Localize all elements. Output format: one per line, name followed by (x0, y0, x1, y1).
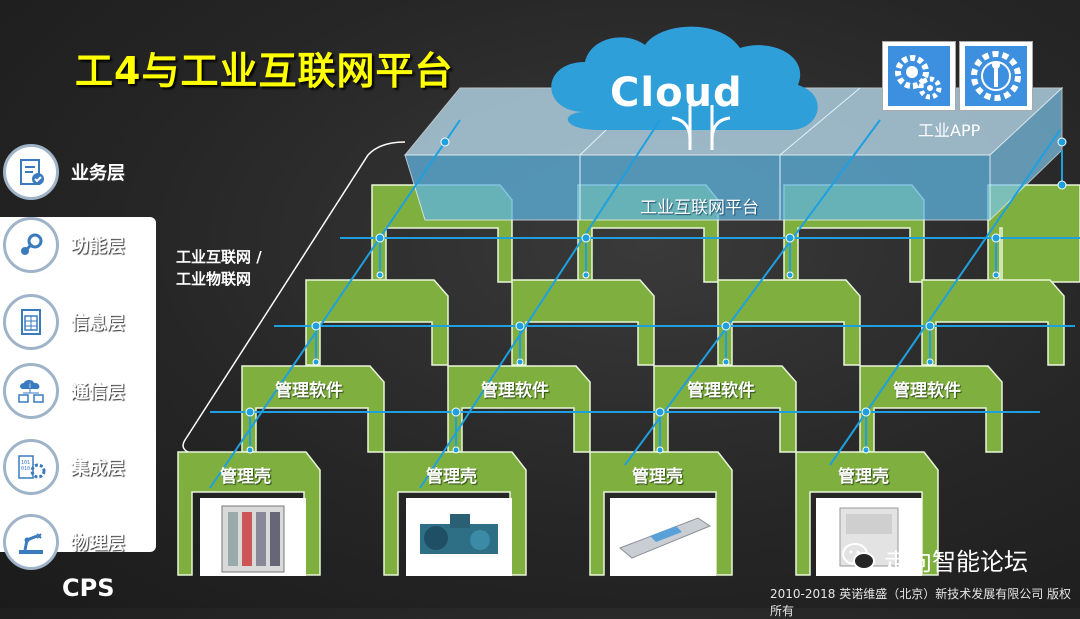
spreadsheet-icon (3, 294, 59, 350)
layer-label-business: 业务层 (71, 163, 125, 184)
wechat-icon (842, 542, 876, 572)
layer-label-physical: 物理层 (71, 533, 125, 554)
cloud-label: Cloud (610, 70, 743, 116)
management-shell-4: 管理壳 (838, 467, 889, 487)
cps-label: CPS (62, 574, 115, 602)
page-title: 工4与工业互联网平台 (75, 49, 454, 93)
steam-icon (3, 217, 59, 273)
network-label-line1: 工业互联网 / (176, 248, 262, 266)
svg-text:010: 010 (21, 466, 30, 472)
clipboard-check-icon (3, 144, 59, 200)
svg-text:i: i (29, 382, 31, 390)
management-software-3: 管理软件 (687, 381, 755, 401)
robot-arm-icon (3, 514, 59, 570)
management-shell-2: 管理壳 (426, 467, 477, 487)
management-software-4: 管理软件 (893, 381, 961, 401)
layer-information: 信息层 (3, 294, 125, 350)
cloud-shape (551, 26, 818, 150)
copyright-footer: 2010-2018 英诺维盛（北京）新技术发展有限公司 版权所有 (770, 587, 1072, 618)
layer-label-integration: 集成层 (71, 458, 125, 479)
management-software-1: 管理软件 (275, 381, 343, 401)
gears-icon (882, 41, 956, 111)
linear-module-image (610, 498, 716, 576)
management-shell-1: 管理壳 (220, 467, 271, 487)
layer-function: 功能层 (3, 217, 125, 273)
brand-label: 走向智能论坛 (884, 548, 1028, 576)
network-label: 工业互联网 / 工业物联网 (176, 246, 262, 290)
app-label: 工业APP (918, 121, 981, 140)
layer-label-communication: 通信层 (71, 382, 125, 403)
network-bracket (182, 141, 406, 453)
network-lines (209, 119, 1080, 489)
control-cabinet-image (200, 498, 306, 576)
management-software-2: 管理软件 (481, 381, 549, 401)
industrial-machine-image (406, 498, 512, 576)
cloud-network-icon: i (3, 363, 59, 419)
network-nodes (245, 137, 1067, 454)
layer-label-function: 功能层 (71, 236, 125, 257)
green-row-2 (305, 279, 1065, 366)
management-shell-3: 管理壳 (632, 467, 683, 487)
layer-physical: 物理层 (3, 514, 125, 570)
layer-label-information: 信息层 (71, 313, 125, 334)
platform-label: 工业互联网平台 (640, 198, 759, 218)
svg-text:101: 101 (21, 460, 30, 466)
network-label-line2: 工业物联网 (176, 270, 252, 288)
wrench-gear-icon (959, 41, 1033, 111)
layer-communication: i 通信层 (3, 363, 125, 419)
layer-business: 业务层 (3, 144, 125, 200)
